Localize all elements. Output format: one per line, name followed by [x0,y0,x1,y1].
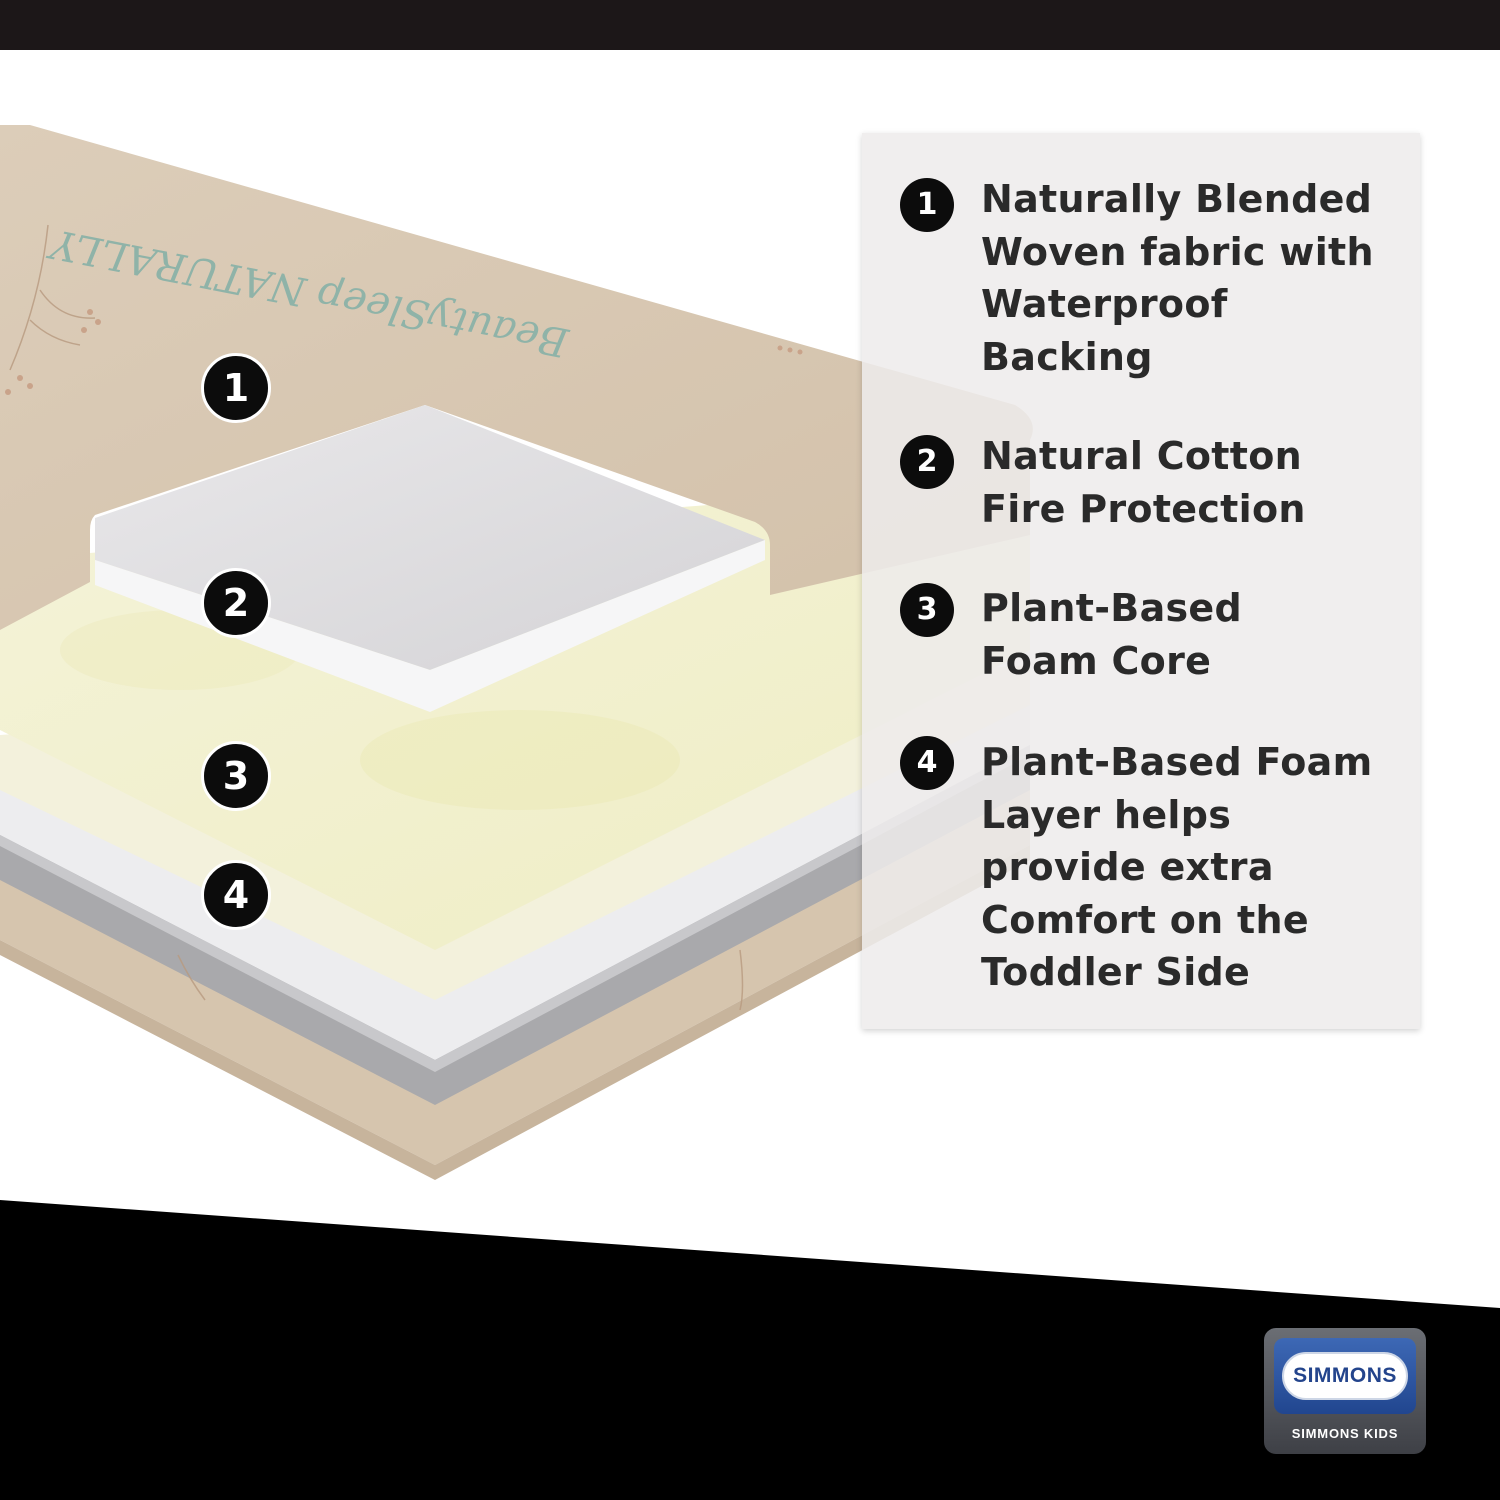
legend-number: 1 [900,178,954,232]
legend-number: 2 [900,435,954,489]
legend-panel: 1 Naturally Blended Woven fabric with Wa… [862,133,1420,1029]
layer-marker-4: 4 [201,860,271,930]
layer-marker-3: 3 [201,741,271,811]
bottom-band [0,1200,1500,1500]
legend-text: Plant-Based Foam Layer helps provide ext… [981,740,1373,994]
legend-text: Natural Cotton Fire Protection [981,434,1306,531]
logo-wordmark: SIMMONS [1282,1352,1408,1400]
simmons-kids-logo: SIMMONS SIMMONS KIDS [1264,1328,1426,1454]
legend-number: 4 [900,736,954,790]
top-fabric-layer [0,125,1033,630]
top-bar [0,0,1500,50]
layer-marker-2: 2 [201,568,271,638]
floral-decoration [9,224,744,1011]
logo-badge: SIMMONS [1274,1338,1416,1414]
foam-texture [360,710,680,810]
legend-number: 3 [900,583,954,637]
legend-text: Naturally Blended Woven fabric with Wate… [981,177,1374,379]
layer-marker-1: 1 [201,353,271,423]
logo-subtitle: SIMMONS KIDS [1291,1426,1399,1441]
floral-dots [5,309,803,395]
legend-text: Plant-Based Foam Core [981,586,1243,683]
